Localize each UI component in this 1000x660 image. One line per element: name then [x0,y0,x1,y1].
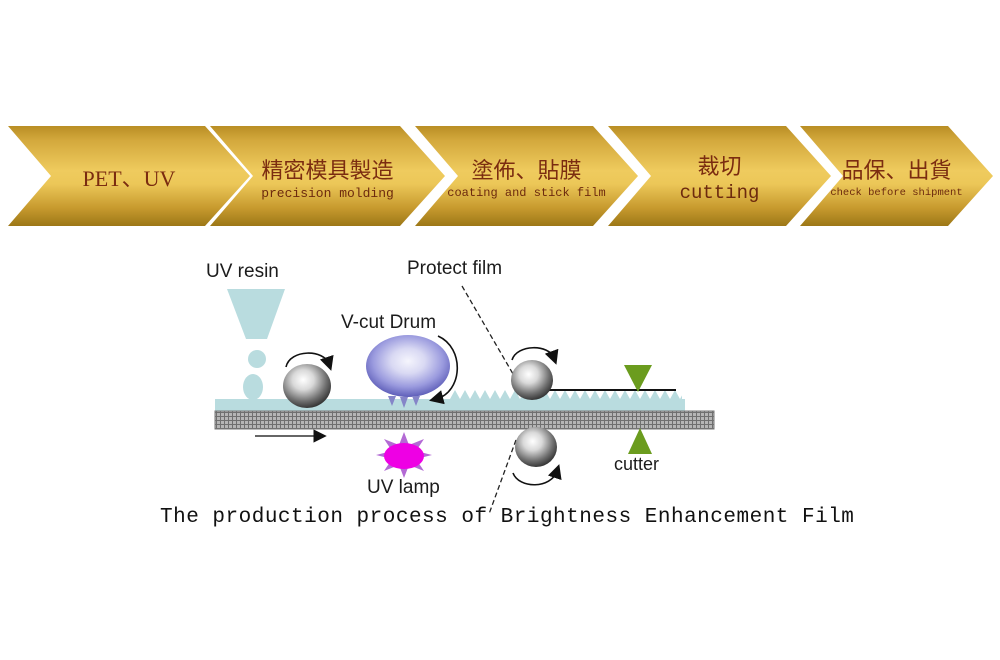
process-step-coating: 塗佈、貼膜 coating and stick film [415,126,638,226]
cutter-blade-bottom [628,428,652,454]
step-label-zh: 裁切 [697,154,742,179]
diagram-caption: The production process of Brightness Enh… [160,506,855,529]
laminate-roller-bottom-rotation-arrow [512,464,562,486]
protect-film-feed-line [461,285,521,387]
step-label-en: check before shipment [830,186,963,199]
step-label-zh: 精密模具製造 [261,157,394,183]
drum-tooth [388,396,396,406]
protect-film-label: Protect film [407,258,503,279]
step-label-en: cutting [679,182,760,204]
prism-sawtooth [450,390,682,399]
laminate-roller-top [511,360,553,400]
uv-lamp-label: UV lamp [367,477,440,498]
vcut-drum [366,335,450,397]
coating-roller [283,364,331,408]
uv-lamp-bulb [384,443,424,469]
coating-roller-rotation-arrow [285,352,334,371]
drum-tooth [412,396,420,406]
step-label-zh: 品保、出貨 [841,157,952,183]
step-label-zh: PET、UV [82,166,176,191]
laminate-roller-top-rotation-arrow [511,346,559,365]
cutter-blade-top [624,365,652,392]
step-label-en: precision molding [261,185,394,201]
drum-rotation-arrow [429,335,459,405]
protect-film-bottom-line [488,439,517,515]
pet-substrate-belt [214,410,715,430]
vcut-drum-label: V-cut Drum [341,312,437,333]
resin-drop-small [248,350,266,368]
resin-drop-large [243,374,263,400]
drum-tooth [400,397,408,408]
step-label-en: coating and stick film [447,185,606,200]
resin-film-layer [215,399,685,412]
step-label-zh: 塗佈、貼膜 [471,157,582,183]
laminate-roller-bottom [515,427,557,467]
cutter-label: cutter [614,454,660,474]
uv-resin-label: UV resin [206,261,279,282]
uv-resin-funnel [227,289,285,339]
